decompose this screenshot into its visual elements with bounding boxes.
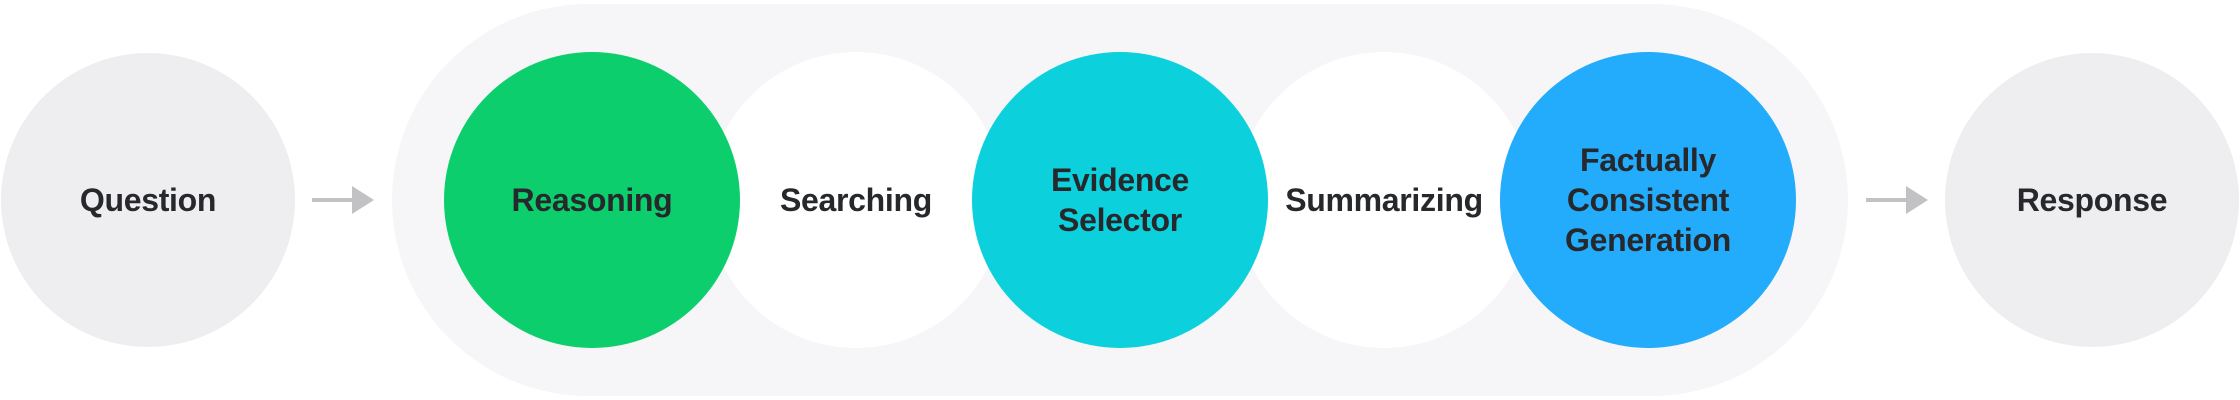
- arrow-right-icon: [312, 186, 374, 214]
- response-label: Response: [2016, 182, 2168, 218]
- question-node: Question: [1, 53, 295, 347]
- step-circle-factually-consistent-generation: Factually Consistent Generation: [1500, 52, 1796, 348]
- step-label-summarizing: Summarizing: [1285, 182, 1483, 218]
- question-label: Question: [79, 182, 217, 218]
- step-circle-reasoning: Reasoning: [444, 52, 740, 348]
- step-circle-summarizing: Summarizing: [1236, 52, 1532, 348]
- step-label-searching: Searching: [779, 182, 933, 218]
- step-circle-searching: Searching: [708, 52, 1004, 348]
- arrow-shaft: [312, 198, 356, 202]
- response-node: Response: [1945, 53, 2239, 347]
- step-label-factually-consistent-generation: Factually Consistent Generation: [1565, 142, 1731, 258]
- step-circle-evidence-selector: Evidence Selector: [972, 52, 1268, 348]
- arrow-head: [352, 186, 374, 214]
- step-label-reasoning: Reasoning: [511, 182, 673, 218]
- arrow-right-icon: [1866, 186, 1928, 214]
- step-label-evidence-selector: Evidence Selector: [1050, 162, 1190, 238]
- arrow-head: [1906, 186, 1928, 214]
- arrow-shaft: [1866, 198, 1910, 202]
